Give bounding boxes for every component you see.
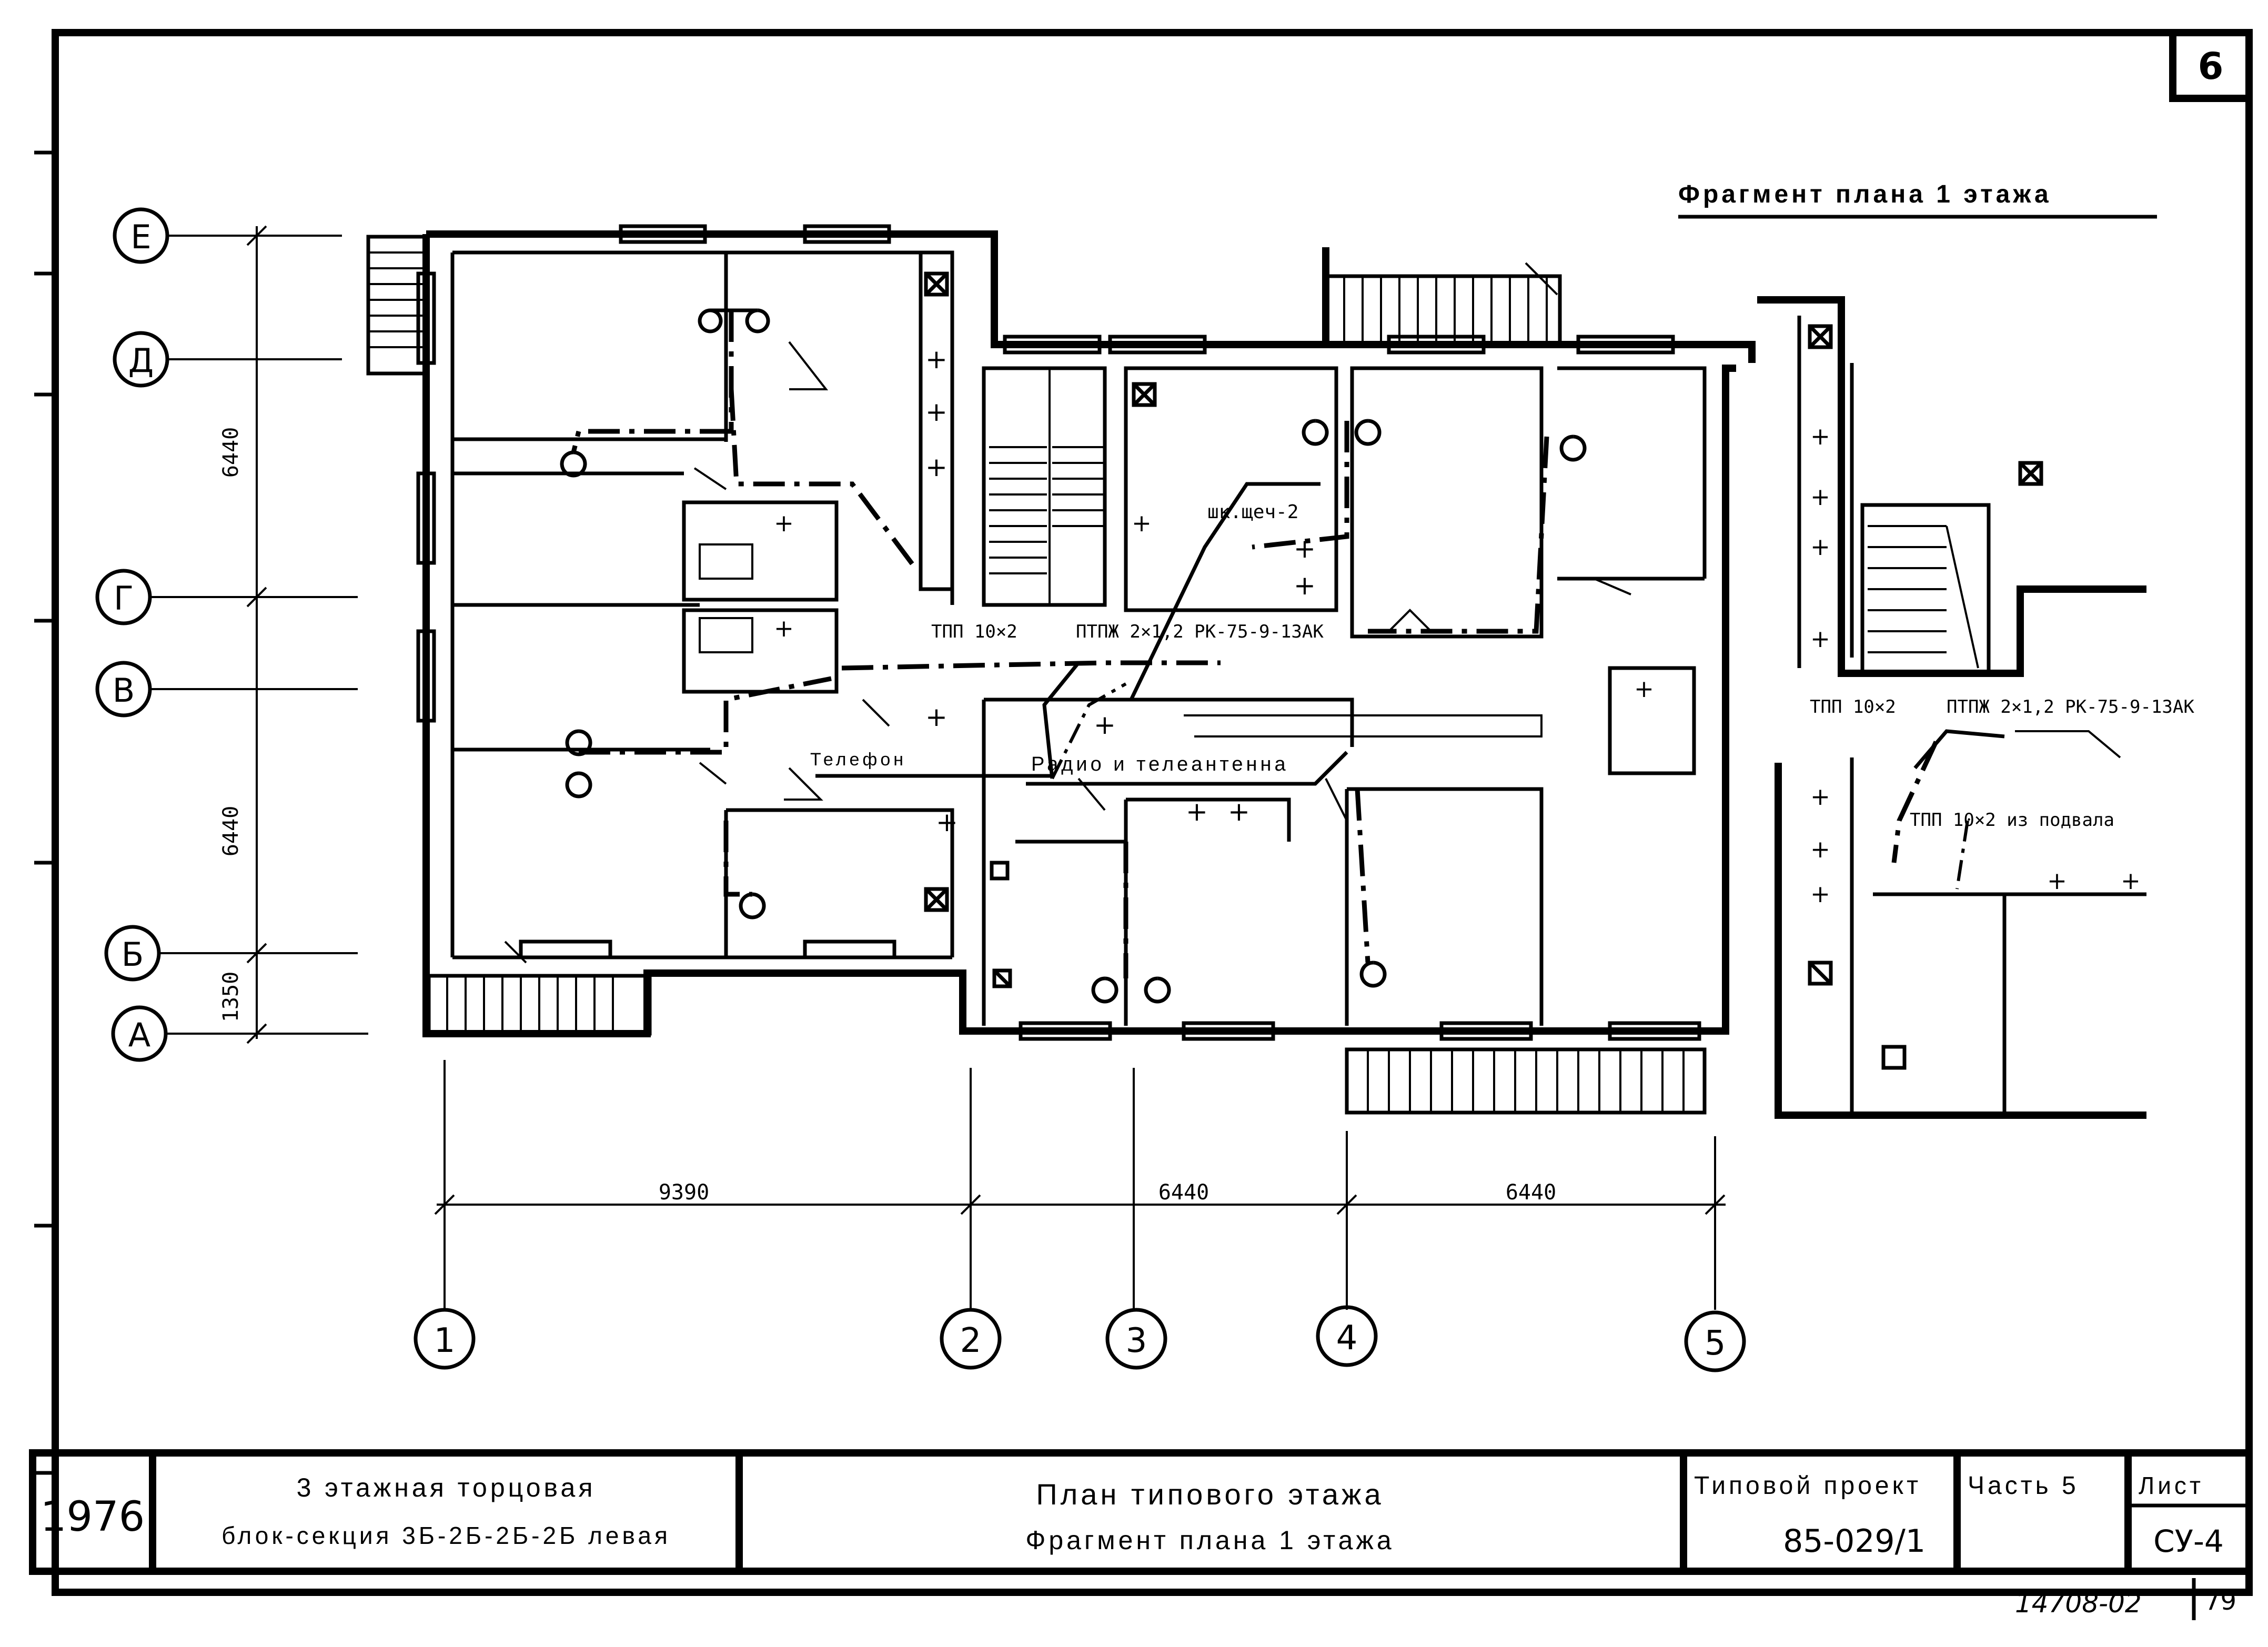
weak-current-lines	[815, 482, 1348, 786]
title-drawing-line2: Фрагмент плана 1 этажа	[1025, 1525, 1394, 1555]
svg-text:Е: Е	[130, 218, 151, 256]
svg-text:3: 3	[1126, 1321, 1147, 1360]
svg-text:+: +	[774, 509, 794, 537]
axis-row-b: Б	[104, 925, 358, 982]
svg-text:+: +	[774, 614, 794, 642]
svg-text:+: +	[925, 397, 947, 427]
column-axes: 9390 6440 6440 1 2 3 4 5	[414, 1060, 1746, 1372]
svg-text:+: +	[1294, 533, 1316, 564]
svg-text:+: +	[1094, 710, 1116, 740]
svg-text:+: +	[1186, 796, 1208, 827]
label-shk: шк.щеч-2	[1207, 501, 1298, 523]
sheet-number: 6	[2198, 45, 2224, 88]
title-sheet-label: Лист	[2139, 1472, 2204, 1499]
axis-row-d: Д	[113, 331, 342, 388]
dim-h-1: 9390	[659, 1180, 709, 1205]
title-project-label: Типовой проект	[1694, 1472, 1921, 1500]
svg-text:1: 1	[434, 1321, 456, 1360]
fragment-title: Фрагмент плана 1 этажа	[1678, 180, 2052, 208]
axis-row-v: В	[95, 661, 358, 718]
sheet-number-box	[2169, 29, 2253, 102]
label-tpp-right: ТПП 10×2	[1810, 696, 1896, 718]
axis-col-3: 3	[1105, 1308, 1167, 1370]
annotations: шк.щеч-2 ТПП 10×2 ПТПЖ 2×1,2 РК-75-9-13А…	[810, 501, 2194, 831]
svg-text:+: +	[1228, 796, 1250, 827]
axis-row-a: А	[111, 1005, 368, 1062]
svg-text:+: +	[1810, 533, 1830, 561]
svg-text:5: 5	[1705, 1324, 1726, 1363]
label-telephone: Телефон	[810, 750, 906, 770]
dim-v-3: 1350	[219, 972, 243, 1022]
svg-text:+: +	[1810, 783, 1830, 811]
svg-text:+: +	[925, 702, 947, 732]
svg-text:+: +	[1294, 570, 1316, 601]
dim-h-2: 6440	[1158, 1180, 1209, 1205]
door-swings	[504, 262, 1631, 964]
axis-row-g: Г	[95, 569, 358, 625]
axis-row-e: Е	[113, 207, 342, 264]
svg-text:+: +	[1810, 422, 1830, 450]
vertical-dimensions: 6440 6440 1350	[219, 225, 267, 1044]
title-project-code: 85-029/1	[1783, 1523, 1926, 1560]
balcony-top-middle	[1324, 274, 1562, 347]
title-object-line1: 3 этажная торцовая	[297, 1473, 596, 1502]
axis-col-4: 4	[1316, 1305, 1378, 1367]
svg-text:+: +	[925, 452, 947, 482]
svg-text:+: +	[1810, 483, 1830, 511]
svg-text:+: +	[1810, 625, 1830, 653]
label-ptpzh: ПТПЖ 2×1,2 РК-75-9-13АК	[1076, 621, 1324, 642]
svg-text:+: +	[2121, 867, 2141, 895]
windows	[416, 224, 1701, 1041]
dim-v-1: 6440	[219, 427, 243, 478]
svg-text:+: +	[1132, 509, 1152, 537]
label-radio: Радио и телеантенна	[1031, 753, 1289, 775]
wiring	[571, 310, 1549, 978]
row-axes: Е Д Г В Б А	[95, 207, 368, 1062]
svg-text:+: +	[2047, 867, 2067, 895]
svg-text:+: +	[1810, 880, 1830, 908]
sheet-frame	[52, 29, 2253, 1596]
balcony-bottom-middle	[1345, 1047, 1707, 1115]
svg-text:4: 4	[1336, 1319, 1358, 1358]
binding-ticks	[34, 150, 55, 1475]
entrance-stair-bottom-left	[427, 974, 652, 1036]
title-year: 1976	[41, 1493, 145, 1541]
svg-text:+: +	[1810, 835, 1830, 863]
fragment-sockets: + + + + + + + + +	[1810, 422, 2141, 908]
vent-boxes	[924, 271, 1157, 988]
label-ptpzh-right: ПТПЖ 2×1,2 РК-75-9-13АК	[1947, 696, 2194, 718]
title-sheet-code: СУ-4	[2153, 1523, 2224, 1559]
label-tpp: ТПП 10×2	[931, 621, 1017, 642]
title-object-line2: блок-секция 3Б-2Б-2Б-2Б левая	[221, 1522, 671, 1549]
svg-text:Д: Д	[128, 341, 154, 380]
title-block: 1976 3 этажная торцовая блок-секция 3Б-2…	[29, 1449, 2253, 1575]
archive-code: 14708-02	[2015, 1588, 2142, 1619]
svg-text:В: В	[113, 671, 135, 710]
title-part: Часть 5	[1968, 1472, 2079, 1500]
svg-text:+: +	[925, 344, 947, 375]
floor-plan-fragment: + + + + + + + + +	[1757, 296, 2146, 1119]
svg-text:+: +	[1634, 675, 1654, 703]
title-drawing-line1: План типового этажа	[1036, 1478, 1384, 1511]
svg-text:Б: Б	[122, 935, 144, 974]
dim-h-3: 6440	[1506, 1180, 1556, 1205]
svg-text:+: +	[936, 807, 958, 837]
svg-text:2: 2	[960, 1321, 982, 1360]
dim-v-2: 6440	[219, 806, 243, 856]
light-fixtures	[560, 308, 1587, 1004]
axis-col-5: 5	[1684, 1310, 1746, 1372]
axis-col-1: 1	[414, 1308, 476, 1370]
sockets: + + + + + + + + + + + + + +	[774, 344, 1654, 837]
svg-text:Г: Г	[114, 579, 134, 618]
svg-text:А: А	[128, 1016, 150, 1054]
axis-col-2: 2	[940, 1308, 1002, 1370]
label-tpp-basement: ТПП 10×2 из подвала	[1910, 810, 2114, 831]
floor-plan-main: + + + + + + + + + + + + + +	[366, 224, 1756, 1115]
page-mark: 79	[2204, 1587, 2236, 1616]
